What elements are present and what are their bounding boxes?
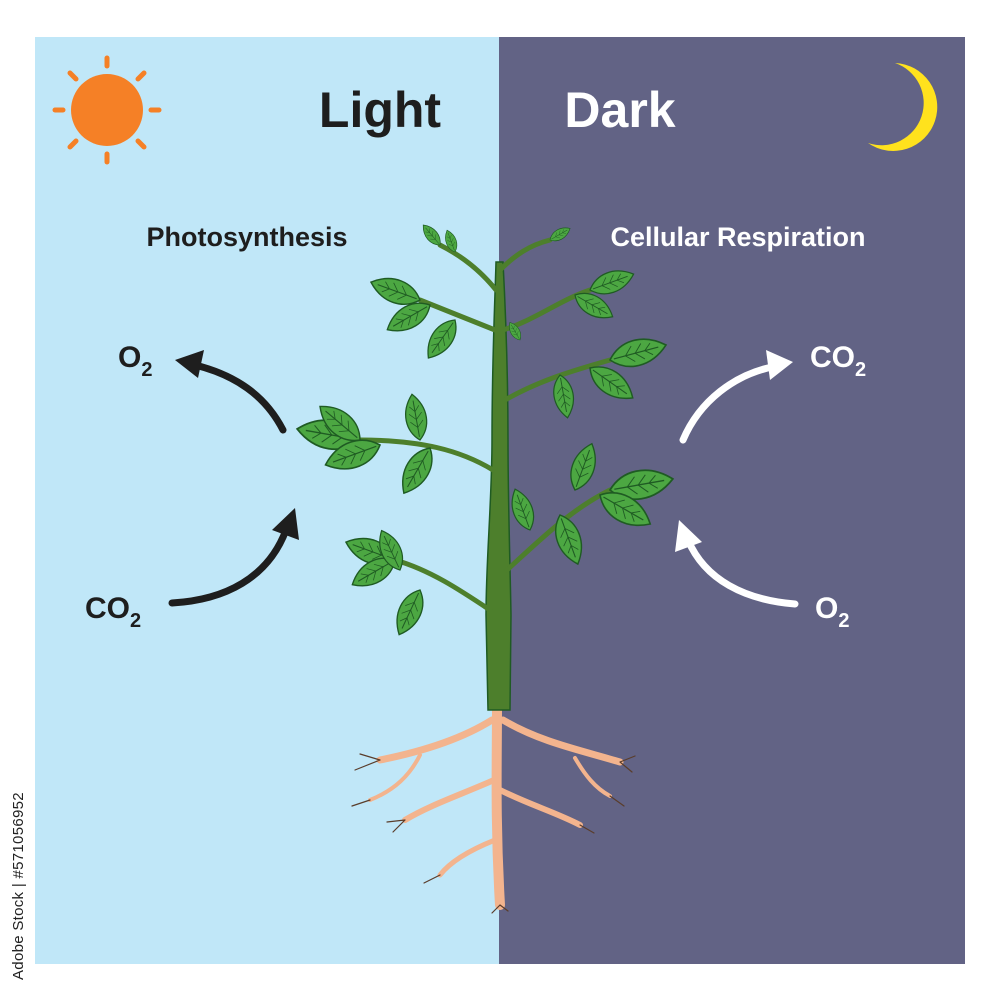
- light-heading: Light: [319, 82, 442, 138]
- light-o2-arrow: [175, 350, 287, 434]
- stock-watermark-text: Adobe Stock | #571056952: [10, 792, 27, 980]
- plant-stem: [485, 261, 512, 711]
- light-co2-label: CO2: [85, 592, 141, 632]
- dark-side-background: [499, 37, 965, 964]
- cellular-respiration-label: Cellular Respiration: [610, 222, 865, 252]
- dark-co2-label: CO2: [810, 341, 866, 381]
- dark-o2-arrow: [675, 520, 799, 608]
- photosynthesis-label: Photosynthesis: [146, 222, 347, 252]
- dark-o2-label: O2: [815, 592, 849, 632]
- dark-heading: Dark: [564, 82, 675, 138]
- sun-icon: [52, 55, 162, 165]
- light-o2-label: O2: [118, 341, 152, 381]
- crescent-moon-icon: [868, 63, 938, 151]
- dark-co2-arrow: [679, 350, 793, 444]
- light-side-background: [35, 37, 499, 964]
- plant-roots: [351, 700, 636, 914]
- plant-illustration: [293, 220, 677, 914]
- light-co2-arrow: [168, 508, 299, 607]
